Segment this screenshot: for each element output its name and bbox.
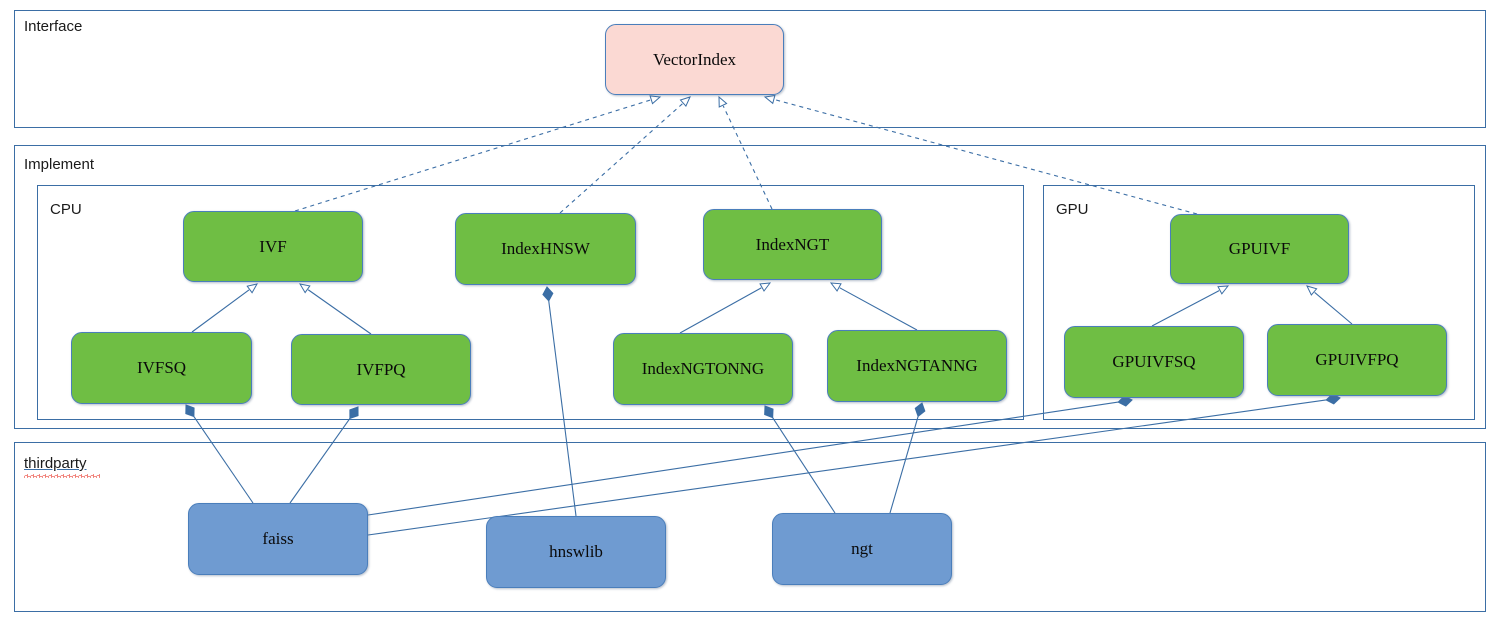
node-ngt[interactable]: ngt	[772, 513, 952, 585]
node-label: IVFPQ	[356, 359, 406, 379]
container-label-interface: Interface	[24, 18, 83, 35]
node-ivf[interactable]: IVF	[183, 211, 363, 282]
container-label-cpu: CPU	[50, 201, 82, 218]
node-label: VectorIndex	[652, 49, 737, 69]
node-vectorindex[interactable]: VectorIndex	[605, 24, 784, 95]
node-indexngtanng[interactable]: IndexNGTANNG	[827, 330, 1007, 402]
container-label-implement: Implement	[24, 156, 95, 173]
node-label: GPUIVF	[1228, 239, 1291, 258]
node-indexngtonng[interactable]: IndexNGTONNG	[613, 333, 793, 405]
container-interface	[14, 10, 1486, 128]
container-label-gpu: GPU	[1056, 201, 1089, 218]
node-label: IVFSQ	[136, 358, 187, 377]
node-label: hnswlib	[549, 542, 603, 561]
node-gpuivf[interactable]: GPUIVF	[1170, 214, 1349, 284]
container-gpu	[1043, 185, 1475, 420]
node-ivfsq[interactable]: IVFSQ	[71, 332, 252, 404]
node-label: IndexNGT	[755, 234, 830, 254]
node-label: IVF	[259, 236, 287, 256]
node-label: GPUIVFPQ	[1315, 350, 1399, 369]
container-cpu	[37, 185, 1024, 420]
node-indexhnsw[interactable]: IndexHNSW	[455, 213, 636, 285]
node-label: IndexNGTANNG	[856, 356, 978, 375]
node-label: IndexNGTONNG	[641, 359, 765, 378]
node-hnswlib[interactable]: hnswlib	[486, 516, 666, 588]
node-ivfpq[interactable]: IVFPQ	[291, 334, 471, 405]
spellcheck-squiggle-thirdparty	[24, 474, 100, 478]
container-thirdparty	[14, 442, 1486, 612]
node-gpuivfpq[interactable]: GPUIVFPQ	[1267, 324, 1447, 396]
node-label: GPUIVFSQ	[1112, 352, 1196, 371]
container-implement	[14, 145, 1486, 429]
node-gpuivfsq[interactable]: GPUIVFSQ	[1064, 326, 1244, 398]
node-label: ngt	[851, 539, 873, 558]
node-label: faiss	[262, 529, 294, 548]
node-faiss[interactable]: faiss	[188, 503, 368, 575]
node-label: IndexHNSW	[501, 239, 590, 258]
node-indexngt[interactable]: IndexNGT	[703, 209, 882, 280]
container-label-thirdparty: thirdparty	[24, 455, 87, 472]
